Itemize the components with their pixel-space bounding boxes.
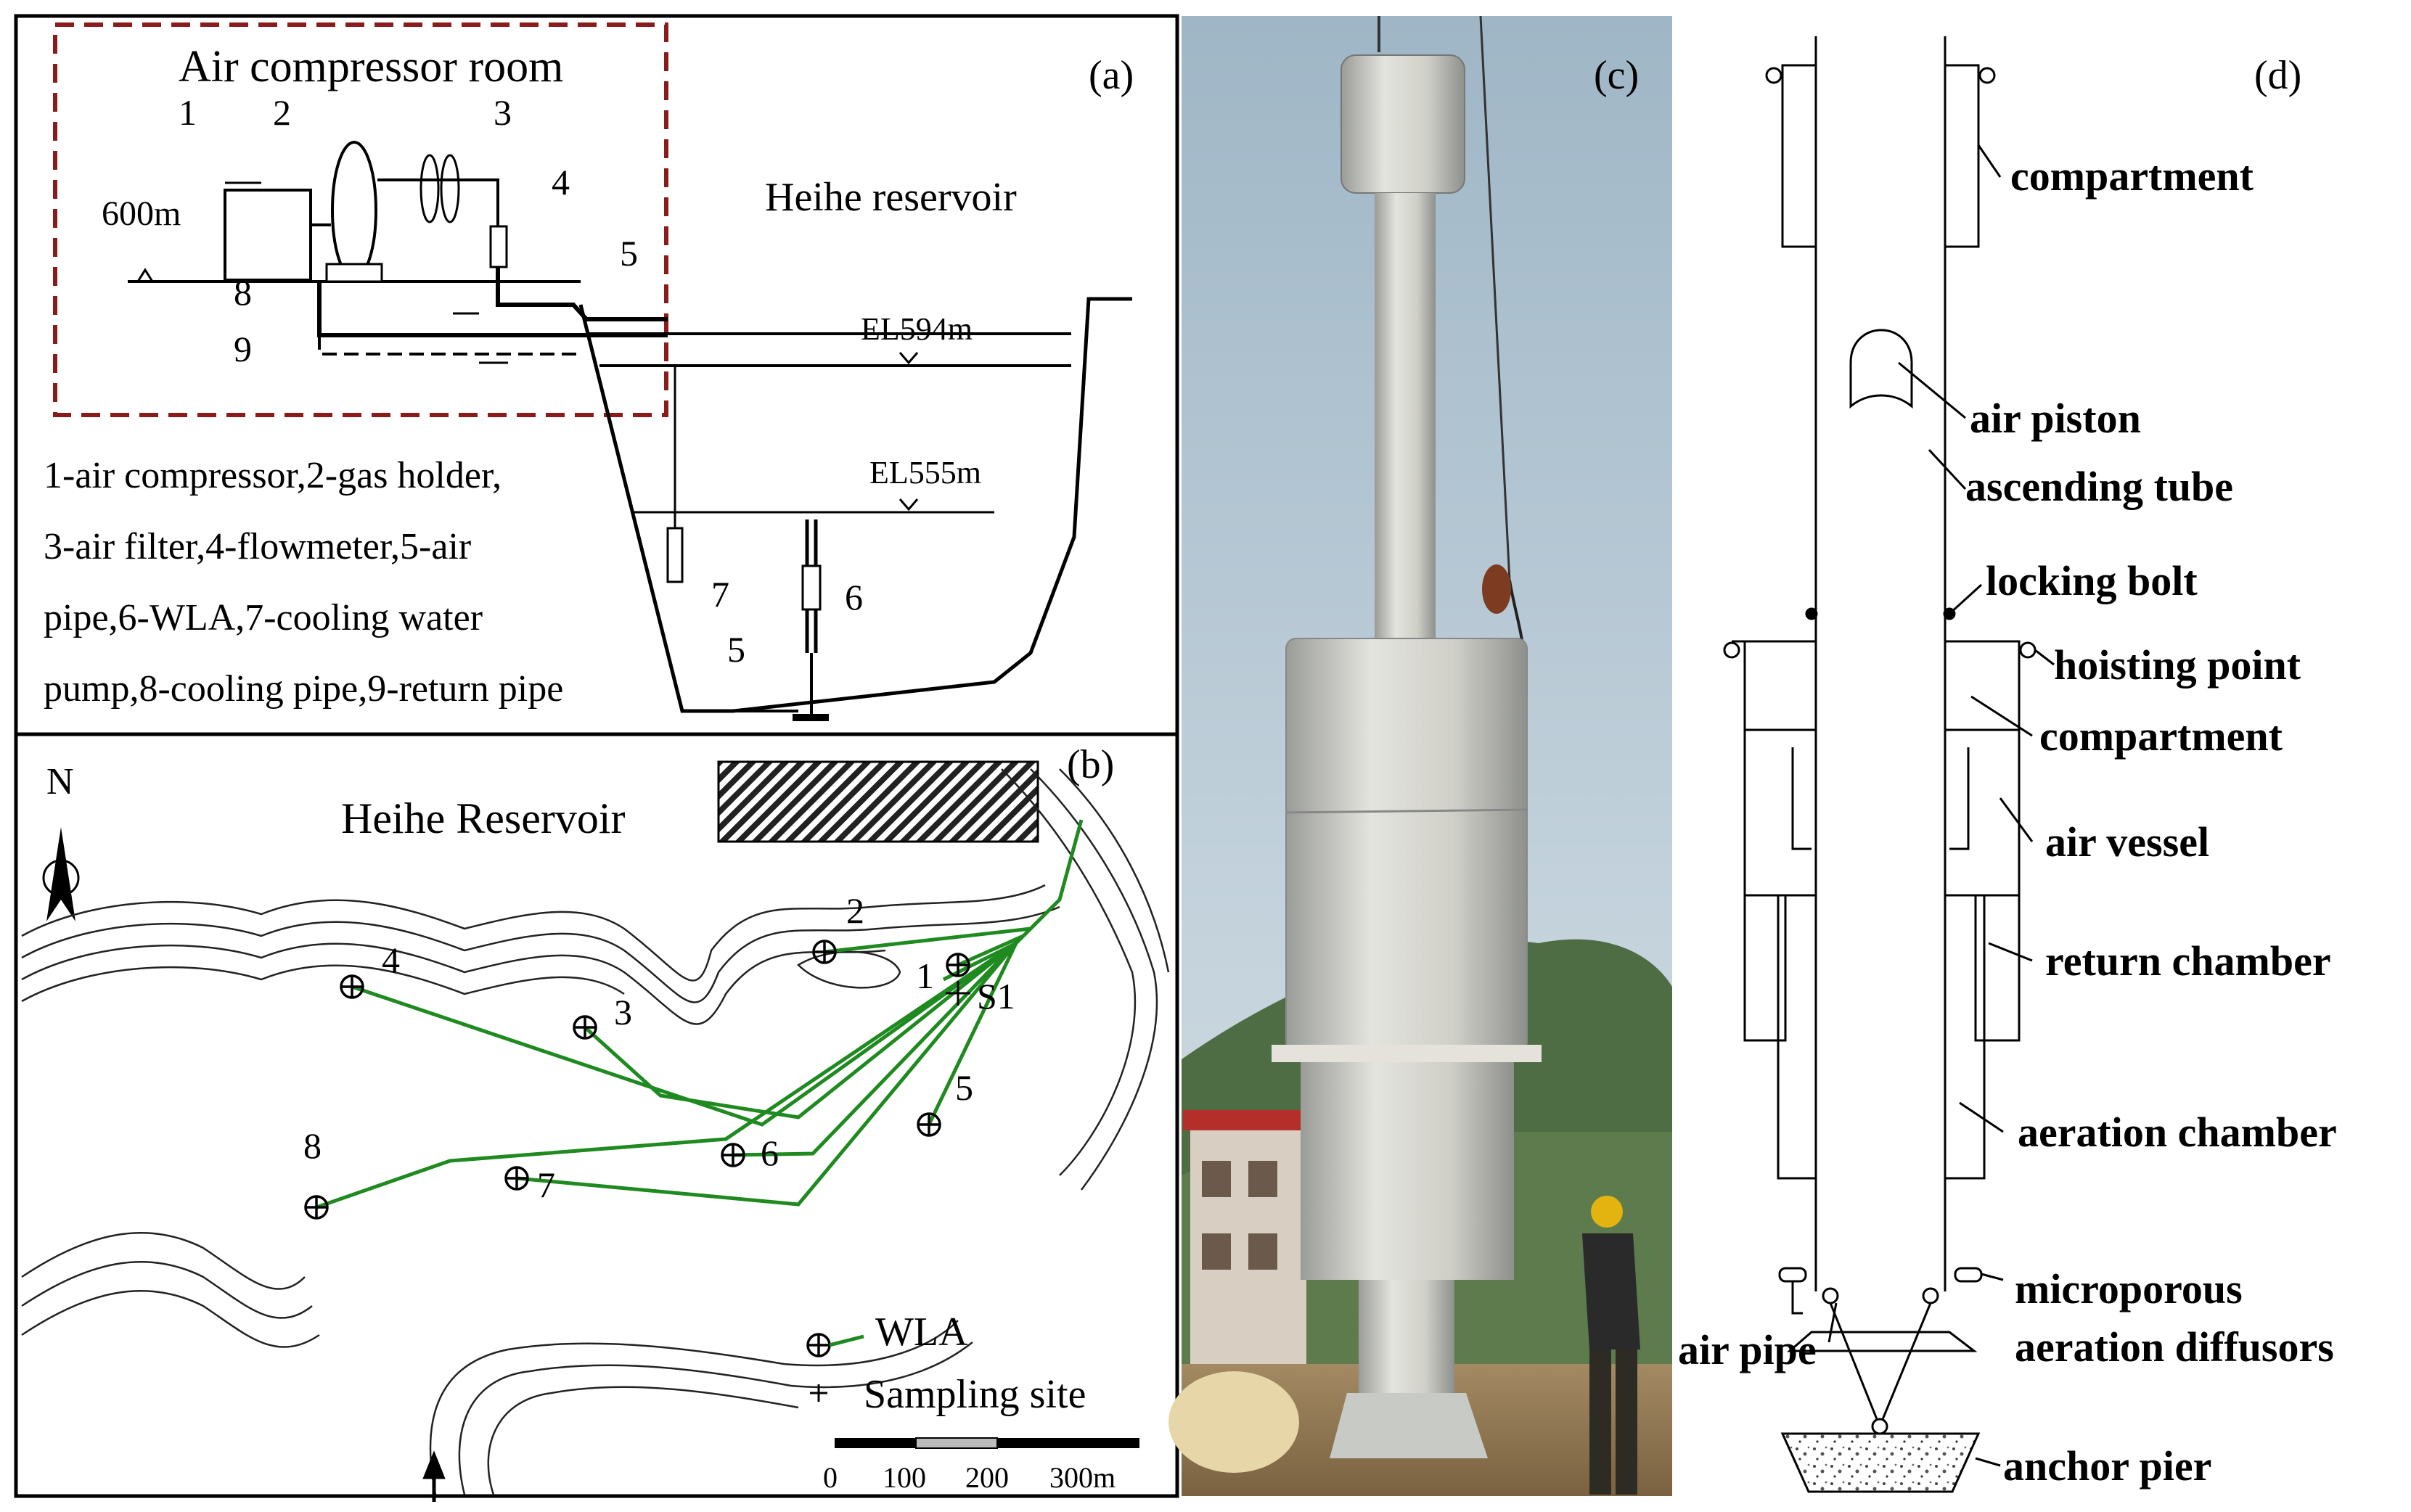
d-locking-bolt: locking bolt xyxy=(1986,557,2198,604)
air-compressor-shape xyxy=(224,189,312,282)
el-555: EL555m xyxy=(869,455,981,490)
d-aeration-chamber: aeration chamber xyxy=(2018,1109,2337,1156)
scale-300: 300m xyxy=(1049,1461,1116,1494)
scale-200: 200 xyxy=(965,1461,1009,1494)
panel-a: (a) Air compressor room Heihe reservoir … xyxy=(14,14,1179,736)
a-num-2: 2 xyxy=(273,92,291,133)
reservoir-bank xyxy=(578,297,1132,713)
b-num-3: 3 xyxy=(614,992,632,1032)
panel-d: (d) xyxy=(1723,36,2301,1493)
b-num-6: 6 xyxy=(761,1133,779,1173)
wla-markers xyxy=(304,940,970,1220)
elevation-600: 600m xyxy=(102,194,181,233)
legend-site: Sampling site xyxy=(864,1372,1086,1417)
d-hoisting-point: hoisting point xyxy=(2054,641,2301,689)
anchor-pier-shape xyxy=(1780,1432,1981,1493)
d-air-pipe: air pipe xyxy=(1678,1326,1817,1373)
north-arrow-icon xyxy=(46,827,75,921)
a-legend-2: 3-air filter,4-flowmeter,5-air xyxy=(44,526,471,567)
legend-wla: WLA xyxy=(875,1310,968,1355)
a-legend-3: pipe,6-WLA,7-cooling water xyxy=(44,597,483,638)
room-title: Air compressor room xyxy=(179,42,563,91)
reservoir-title: Heihe Reservoir xyxy=(341,794,626,842)
site-s1: S1 xyxy=(977,976,1015,1016)
reservoir-label: Heihe reservoir xyxy=(765,175,1017,220)
panel-c-photo: (c) xyxy=(1168,15,1672,1496)
panel-d-labels: compartment air piston ascending tube lo… xyxy=(1678,152,2337,1490)
scale-100: 100 xyxy=(883,1461,926,1494)
a-num-5: 5 xyxy=(620,233,638,274)
a-num-7: 7 xyxy=(711,574,729,615)
panel-d-label: (d) xyxy=(2254,53,2301,98)
el-594: EL594m xyxy=(861,311,973,347)
b-num-8: 8 xyxy=(303,1125,322,1166)
panel-b: (b) N Heihe Reservoir xyxy=(14,732,1179,1502)
panel-c-label: (c) xyxy=(1594,53,1639,98)
a-legend-1: 1-air compressor,2-gas holder, xyxy=(44,455,502,496)
d-air-piston: air piston xyxy=(1970,395,2141,442)
scale-0: 0 xyxy=(823,1461,838,1494)
wla-trunk xyxy=(942,819,1084,982)
a-num-6: 6 xyxy=(845,577,863,617)
b-num-5: 5 xyxy=(955,1067,973,1108)
b-num-2: 2 xyxy=(846,890,864,931)
b-num-7: 7 xyxy=(537,1164,555,1205)
d-aeration-diffusors: aeration diffusors xyxy=(2015,1323,2334,1371)
d-ascending-tube: ascending tube xyxy=(1965,463,2233,510)
d-return-chamber: return chamber xyxy=(2045,937,2331,985)
top-compartment xyxy=(1781,64,1817,248)
a-num-1: 1 xyxy=(179,92,197,133)
d-air-vessel: air vessel xyxy=(2045,818,2209,866)
d-compartment-low: compartment xyxy=(2039,712,2283,760)
air-piston-shape xyxy=(1849,329,1913,409)
gas-holder-shape xyxy=(331,141,377,280)
b-num-1: 1 xyxy=(916,956,934,996)
dam-shape xyxy=(717,760,1039,843)
d-compartment-top: compartment xyxy=(2010,152,2254,200)
a-num-5b: 5 xyxy=(727,629,745,670)
a-num-8: 8 xyxy=(234,272,252,313)
a-num-3: 3 xyxy=(494,92,512,133)
panel-a-label: (a) xyxy=(1089,53,1134,98)
a-num-9: 9 xyxy=(234,329,252,369)
north-label: N xyxy=(46,761,74,802)
b-num-4: 4 xyxy=(382,940,400,980)
d-microporous: microporous xyxy=(2015,1265,2243,1312)
d-anchor-pier: anchor pier xyxy=(2003,1442,2211,1490)
air-compressor-room-box xyxy=(53,22,668,417)
a-legend-4: pump,8-cooling pipe,9-return pipe xyxy=(44,668,563,710)
panel-b-label: (b) xyxy=(1067,742,1114,787)
up-arrow-icon xyxy=(422,1450,446,1502)
a-num-4: 4 xyxy=(552,162,570,202)
